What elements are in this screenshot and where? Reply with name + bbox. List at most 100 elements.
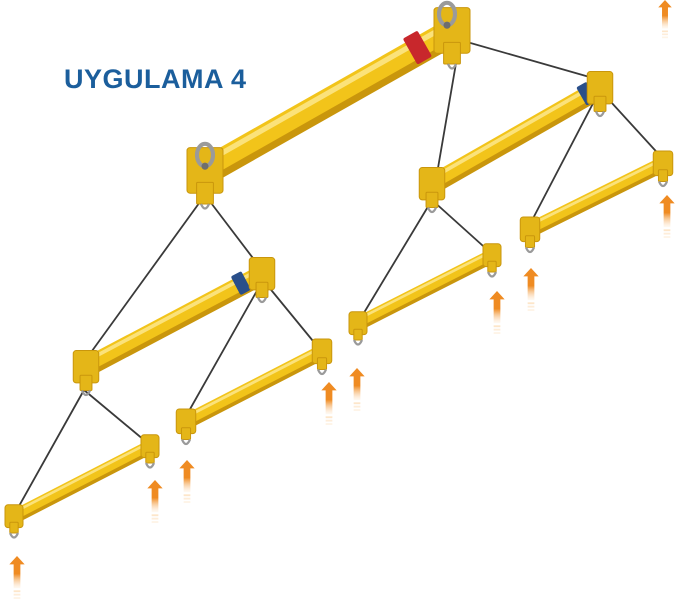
hook-icon [316,369,328,376]
hook-icon [657,181,669,188]
sling-wire [83,194,206,363]
fitting-lug [255,281,269,299]
bottom-left-beam [4,434,160,539]
lift-arrow-fade [151,517,159,520]
lift-arrow-shape [659,195,675,228]
lift-arrow-fade [663,236,671,238]
lift-arrow-fade [663,229,671,232]
beam-tube [352,248,498,328]
hook-icon [426,207,438,214]
hook-icon [352,339,364,346]
upper-right-beam [418,71,614,214]
hook-icon [80,390,92,397]
lift-arrow-fade [353,405,361,408]
arrow-up-icon [147,480,163,523]
fitting-lug [316,357,328,370]
lift-arrow-fade [493,325,501,328]
lift-arrow-shape [179,460,195,493]
arrow-up-icon [321,382,337,425]
lift-arrow-fade [13,593,21,596]
hook-icon [446,63,458,70]
sling-wire [431,199,493,255]
hook-icon [199,203,211,210]
shackle-pin [443,21,451,29]
beam-highlight [12,441,152,514]
beam-tube [8,439,156,521]
sling-wire [459,39,601,81]
arrow-up-icon [349,368,365,411]
main-spreader-beam [186,7,471,210]
shackle-icon [436,0,458,29]
shackle-icon [194,141,216,170]
beam-collar [231,271,251,295]
far-right-beam [519,150,674,254]
beam-tube [180,344,328,426]
lift-arrow-fade [183,497,191,500]
page-title: UYGULAMA 4 [64,64,247,94]
left-mid-beam [72,257,276,397]
arrow-up-icon [659,195,675,238]
beam-tube [424,78,608,190]
fitting-lug [9,521,19,534]
fitting-lug [196,181,214,205]
shackle-pin [201,162,209,170]
sling-wire [355,199,433,327]
hook-icon [144,462,156,469]
sling-wire [83,389,151,446]
lift-arrow-shape [658,0,672,29]
fitting-lug [145,451,155,464]
beam-tube [78,264,270,373]
arrow-up-icon [9,556,25,599]
lift-arrow-fade [662,33,668,36]
lift-arrow-shape [349,368,365,401]
beam-tube [524,156,669,234]
lift-arrow-fade [662,36,668,39]
sling-wire [184,279,264,419]
arrow-up-icon [179,460,195,503]
hook-icon [8,532,20,539]
beam-layer [4,0,674,539]
arrow-up-icon [489,291,505,334]
lift-arrow-fade [527,302,535,305]
fitting-lug [353,328,363,341]
fitting-lug [657,169,669,183]
lift-arrow-shape [489,291,505,324]
lift-arrow-fade [325,416,333,419]
lift-arrow-fade [183,501,191,503]
hook-icon [524,247,536,254]
beam-highlight [84,266,264,364]
fitting-lug [443,41,461,65]
lift-arrow-fade [151,514,159,517]
lift-arrow-fade [325,423,333,425]
lift-arrow-fade [493,328,501,331]
beam-collar [403,31,432,64]
hook-icon [256,297,268,304]
beam-highlight [528,157,665,227]
lift-arrow-fade [493,332,501,334]
beam-highlight [430,80,602,181]
lift-arrow-fade [663,232,671,235]
lift-arrow-fade [527,305,535,308]
lift-arrow-shape [321,382,337,415]
hook-icon [594,111,606,118]
lift-arrow-shape [9,556,25,589]
fitting-lug [487,260,497,273]
center-low-beam [175,338,333,446]
lift-arrow-fade [13,590,21,593]
arrow-layer [9,0,675,599]
lift-arrow-fade [353,402,361,405]
sling-wire [13,389,85,516]
lift-arrow-fade [527,309,535,311]
lift-arrow-fade [13,597,21,599]
fitting-lug [79,374,93,392]
sling-wire [527,89,601,229]
lift-arrow-fade [325,419,333,422]
lift-arrow-fade [353,409,361,411]
fitting-lug [425,191,439,208]
lift-arrow-shape [523,268,539,301]
lift-arrow-fade [151,521,159,523]
arrow-up-icon [523,268,539,311]
hook-icon [180,439,192,446]
